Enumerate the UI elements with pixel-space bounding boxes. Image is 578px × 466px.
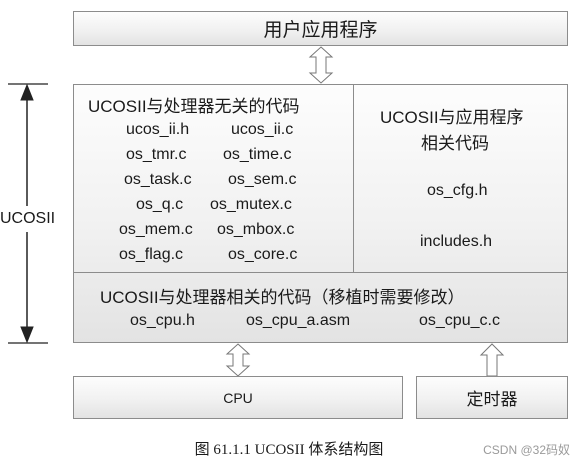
arrow-down-icon: [20, 326, 34, 344]
file-name: os_core.c: [228, 246, 298, 263]
ucosii-kernel-box: UCOSII与处理器无关的代码 ucos_ii.h ucos_ii.c os_t…: [73, 84, 568, 343]
processor-independent-title: UCOSII与处理器无关的代码: [88, 97, 300, 116]
processor-dependent-code-section: UCOSII与处理器相关的代码（移植时需要修改） os_cpu.h os_cpu…: [74, 272, 567, 342]
timer-up-arrow-icon: [479, 343, 505, 377]
file-name: os_cpu.h: [130, 312, 195, 329]
file-name: ucos_ii.c: [231, 121, 294, 138]
cpu-box: CPU: [73, 376, 403, 419]
user-application-label: 用户应用程序: [263, 20, 378, 41]
file-name: os_cfg.h: [427, 182, 488, 199]
file-name: os_sem.c: [228, 171, 297, 188]
cpu-label: CPU: [223, 389, 253, 406]
file-name: os_mem.c: [119, 221, 193, 238]
file-name: os_flag.c: [119, 246, 184, 263]
file-name: os_cpu_a.asm: [246, 312, 351, 329]
file-name: os_tmr.c: [126, 146, 187, 163]
file-name: os_task.c: [124, 171, 192, 188]
application-related-title-line2: 相关代码: [421, 134, 489, 153]
watermark: CSDN @32码奴: [483, 443, 570, 457]
file-name: ucos_ii.h: [126, 121, 190, 138]
file-name: os_cpu_c.c: [419, 312, 500, 329]
timer-box: 定时器: [416, 376, 568, 419]
figure-caption: 图 61.1.1 UCOSII 体系结构图: [194, 442, 384, 458]
app-kernel-double-arrow-icon: [308, 46, 334, 84]
application-related-code-section: UCOSII与应用程序 相关代码 os_cfg.h includes.h: [354, 85, 567, 272]
application-related-title-line1: UCOSII与应用程序: [380, 108, 524, 127]
ucosii-bracket: [8, 83, 48, 344]
kernel-cpu-double-arrow-icon: [225, 343, 251, 377]
file-name: os_q.c: [136, 196, 184, 213]
file-name: os_time.c: [223, 146, 292, 163]
file-name: os_mbox.c: [217, 221, 295, 238]
processor-independent-code-section: UCOSII与处理器无关的代码 ucos_ii.h ucos_ii.c os_t…: [74, 85, 354, 272]
user-application-box: 用户应用程序: [73, 11, 568, 46]
timer-label: 定时器: [466, 390, 518, 409]
file-name: includes.h: [420, 233, 493, 250]
processor-dependent-title: UCOSII与处理器相关的代码（移植时需要修改）: [100, 288, 465, 307]
ucosii-bracket-label: UCOSII: [0, 209, 56, 229]
file-name: os_mutex.c: [210, 196, 292, 213]
arrow-up-icon: [20, 83, 34, 101]
